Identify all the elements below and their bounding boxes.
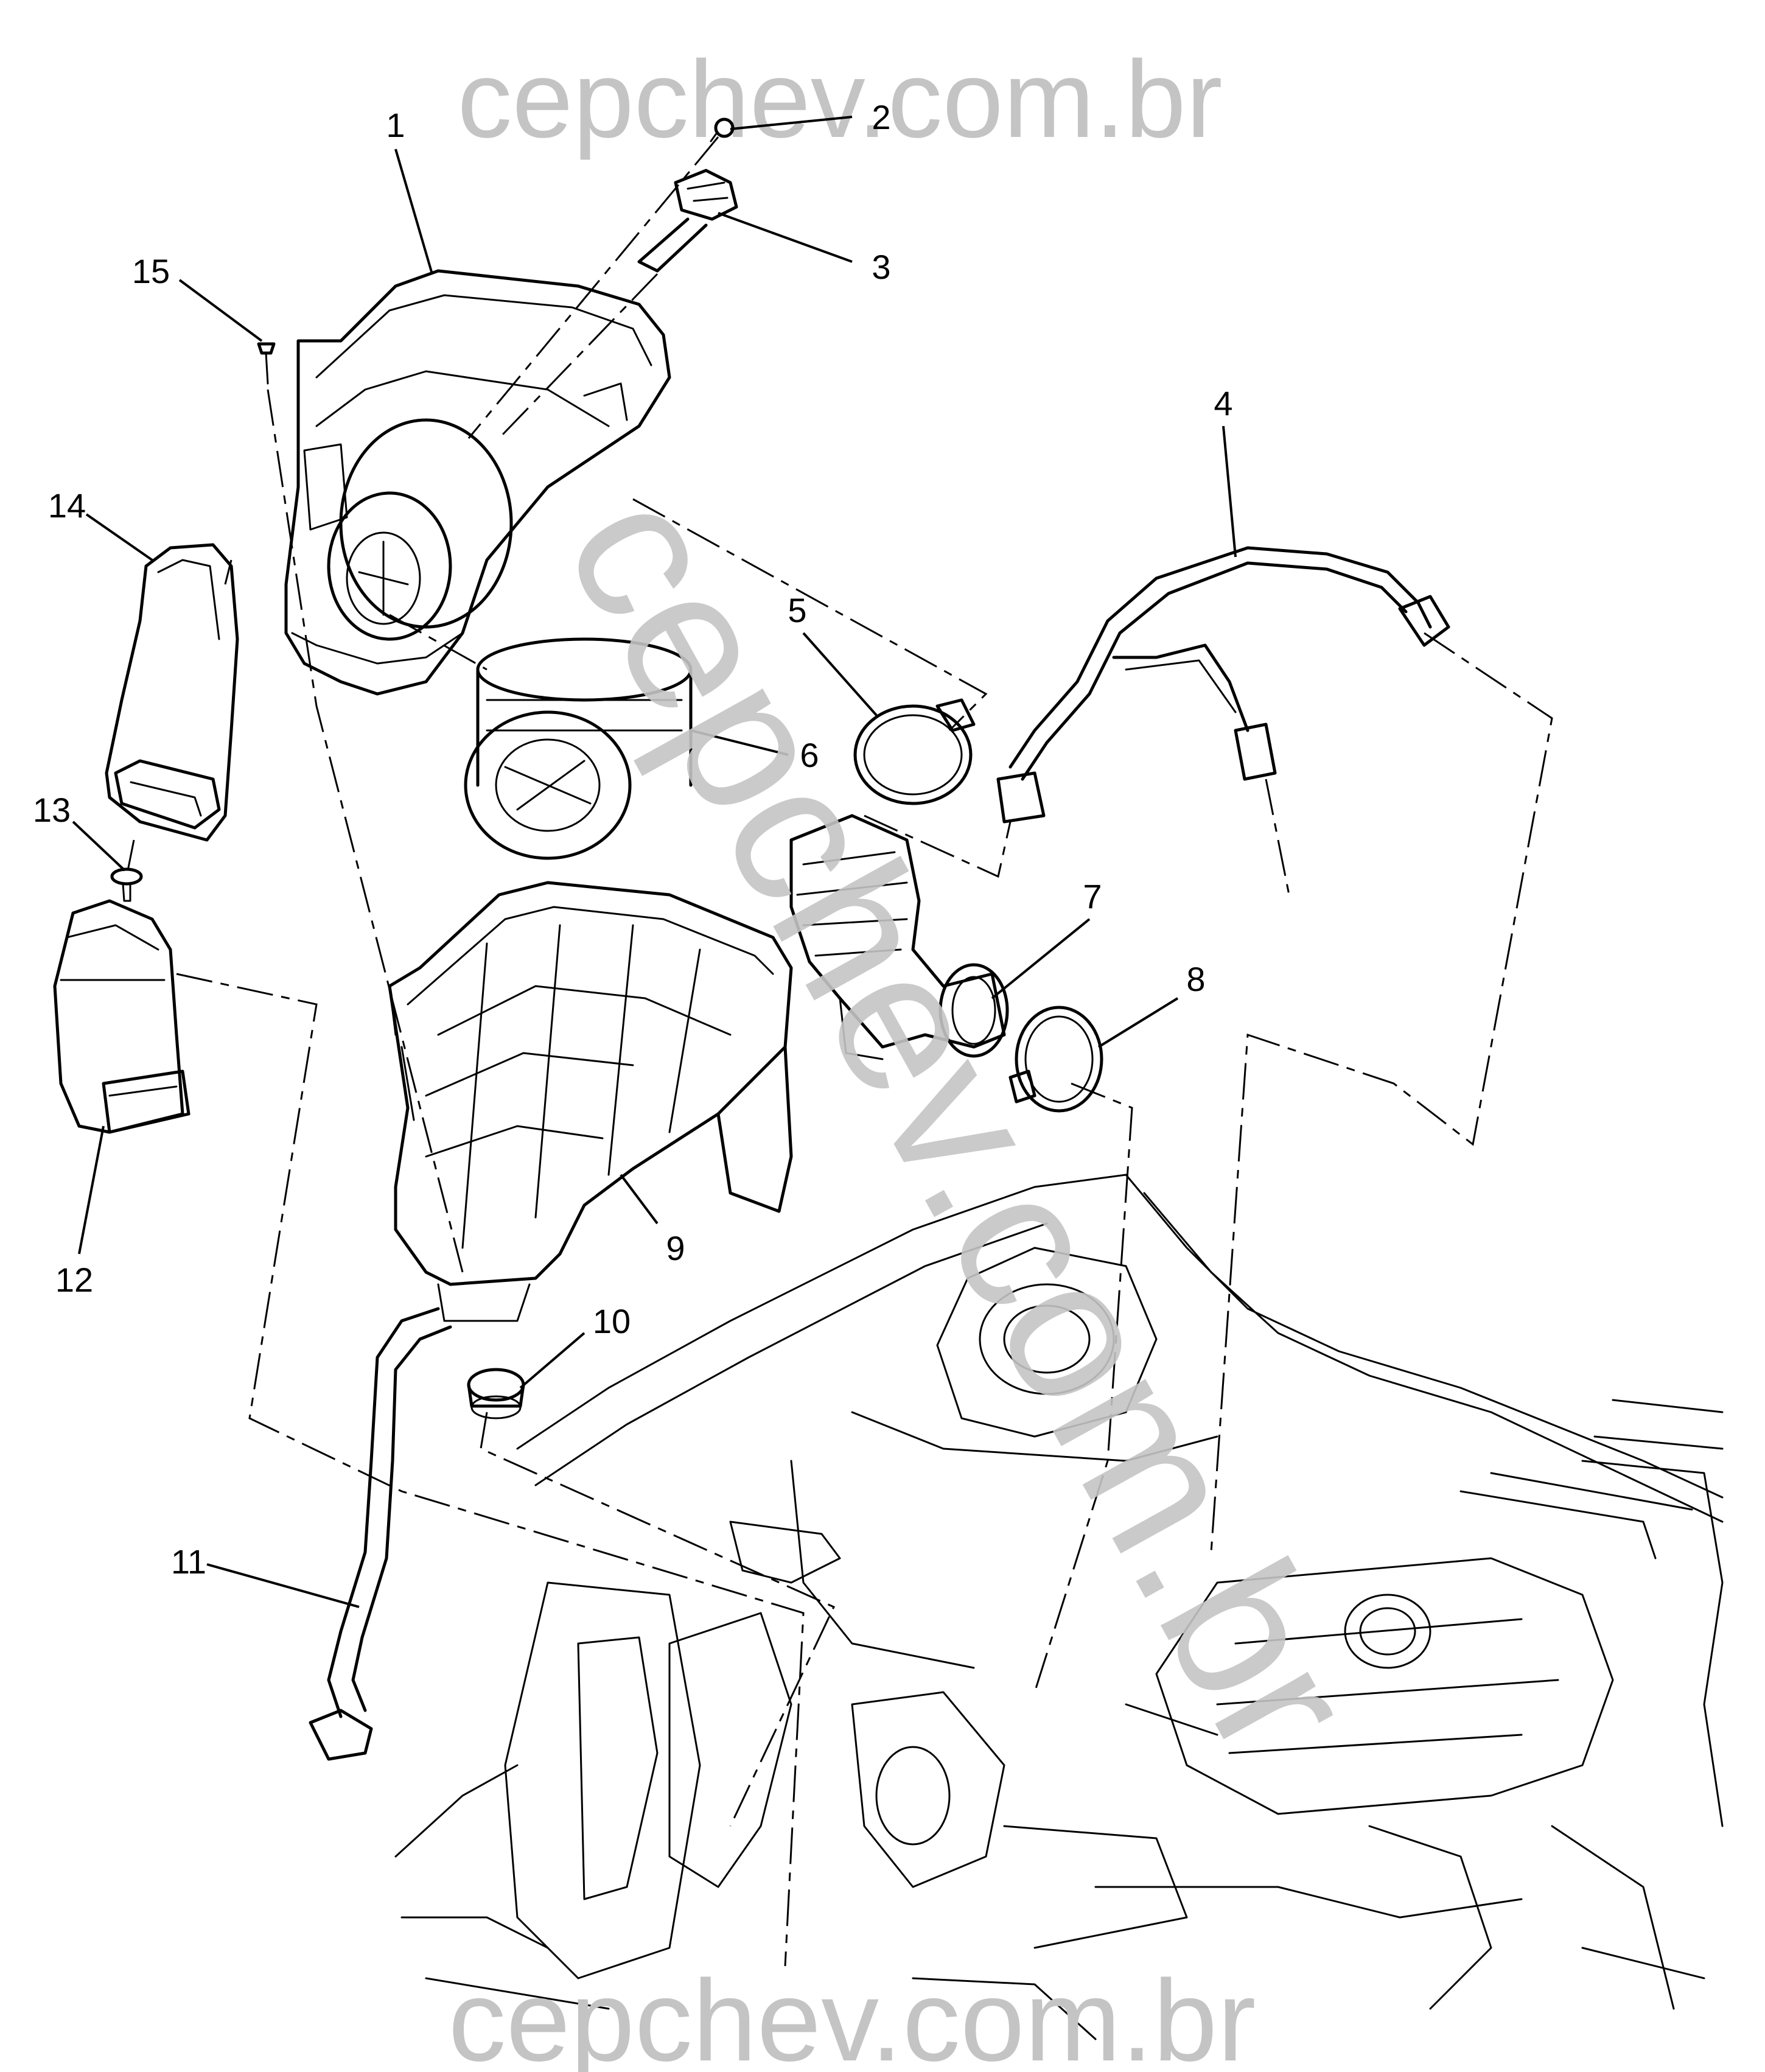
clamp-part-8 xyxy=(1008,1006,1103,1113)
air-cleaner-upper-housing xyxy=(284,269,671,696)
clamp-part-5 xyxy=(853,698,976,805)
leader-lines xyxy=(72,116,1237,1608)
callout-4: 4 xyxy=(1214,384,1232,422)
callout-6: 6 xyxy=(800,736,819,774)
pcv-hose-assembly xyxy=(996,546,1450,824)
assembly-lines xyxy=(127,136,1553,1967)
callout-7: 7 xyxy=(1083,877,1102,915)
push-pin-part-13 xyxy=(110,867,143,902)
callout-9: 9 xyxy=(666,1229,685,1267)
engine-compartment xyxy=(394,1174,1724,2040)
lower-intake-duct xyxy=(53,899,190,1134)
air-intake-hose xyxy=(789,814,1009,1060)
callout-1: 1 xyxy=(386,106,405,144)
callout-14: 14 xyxy=(48,486,86,525)
callout-8: 8 xyxy=(1186,960,1205,998)
watermark-diagonal: cepchev.com.br xyxy=(522,455,1400,1791)
callout-12: 12 xyxy=(55,1261,93,1299)
bolt-part-15 xyxy=(257,342,276,385)
callout-3: 3 xyxy=(872,248,890,286)
drain-hose-part-11 xyxy=(309,1307,452,1761)
air-cleaner-lower-housing xyxy=(388,881,793,1322)
callout-13: 13 xyxy=(33,791,71,829)
callout-5: 5 xyxy=(788,591,806,629)
callout-10: 10 xyxy=(593,1302,631,1340)
air-intake-duct xyxy=(105,543,239,842)
callout-2: 2 xyxy=(872,98,890,136)
watermark-top: cepchev.com.br xyxy=(457,38,1222,161)
air-filter-element xyxy=(464,637,693,860)
mass-air-flow-sensor xyxy=(637,169,738,273)
watermark-bottom: cepchev.com.br xyxy=(448,1956,1256,2072)
callout-11: 11 xyxy=(171,1542,206,1581)
grommet-part-10 xyxy=(467,1368,525,1419)
callout-15: 15 xyxy=(132,252,170,290)
callout-labels: 1 2 3 4 5 6 7 8 9 10 11 12 13 14 15 xyxy=(33,98,1233,1581)
